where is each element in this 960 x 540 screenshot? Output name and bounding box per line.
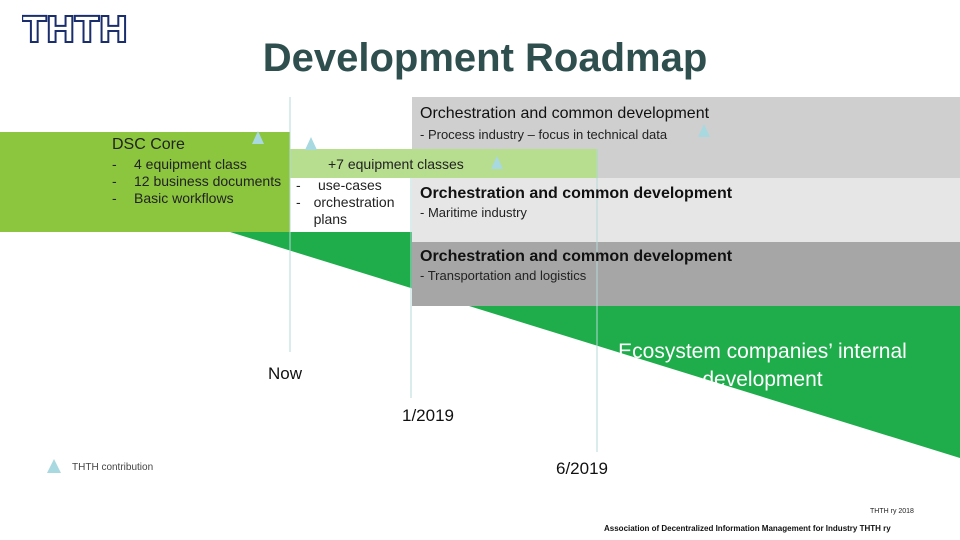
timeline-now: Now — [268, 364, 303, 383]
dsc-core-box — [0, 132, 290, 232]
legend-label: THTH contribution — [72, 462, 154, 473]
transport-text: Orchestration and common development - T… — [420, 248, 733, 283]
transport-box — [412, 242, 960, 306]
triangle-icon — [491, 156, 503, 169]
page-title: Development Roadmap — [262, 36, 708, 80]
list-item: -Basic workflows — [112, 190, 234, 206]
dsc-core-list: -4 equipment class -12 business document… — [112, 156, 281, 207]
maritime-text: Orchestration and common development - M… — [420, 185, 733, 220]
list-item: -12 business documents — [112, 173, 282, 189]
extension-box — [290, 149, 598, 178]
triangle-icon — [252, 131, 264, 144]
timeline-date1: 1/2019 — [402, 406, 454, 425]
footer-year: THTH ry 2018 — [870, 508, 914, 515]
extension-title: +7 equipment classes — [328, 156, 464, 172]
footer-association: Association of Decentralized Information… — [604, 524, 891, 533]
legend-triangle-icon — [47, 459, 61, 473]
thth-logo: THTH — [22, 12, 129, 46]
timeline-date2: 6/2019 — [556, 459, 608, 478]
list-item: -4 equipment class — [112, 156, 247, 172]
maritime-box — [412, 178, 960, 242]
list-item: -use-cases — [296, 177, 382, 193]
svg-text:THTH: THTH — [22, 12, 127, 46]
list-item: -orchestration plans — [296, 194, 395, 227]
process-industry-text: Orchestration and common development - P… — [420, 105, 710, 142]
triangle-icon — [698, 124, 710, 137]
extension-list: -use-cases -orchestration plans — [296, 177, 408, 228]
dsc-core-title: DSC Core — [112, 136, 185, 153]
triangle-icon — [305, 137, 317, 150]
ecosystem-label: Ecosystem companies’ internal developmen… — [618, 340, 907, 391]
